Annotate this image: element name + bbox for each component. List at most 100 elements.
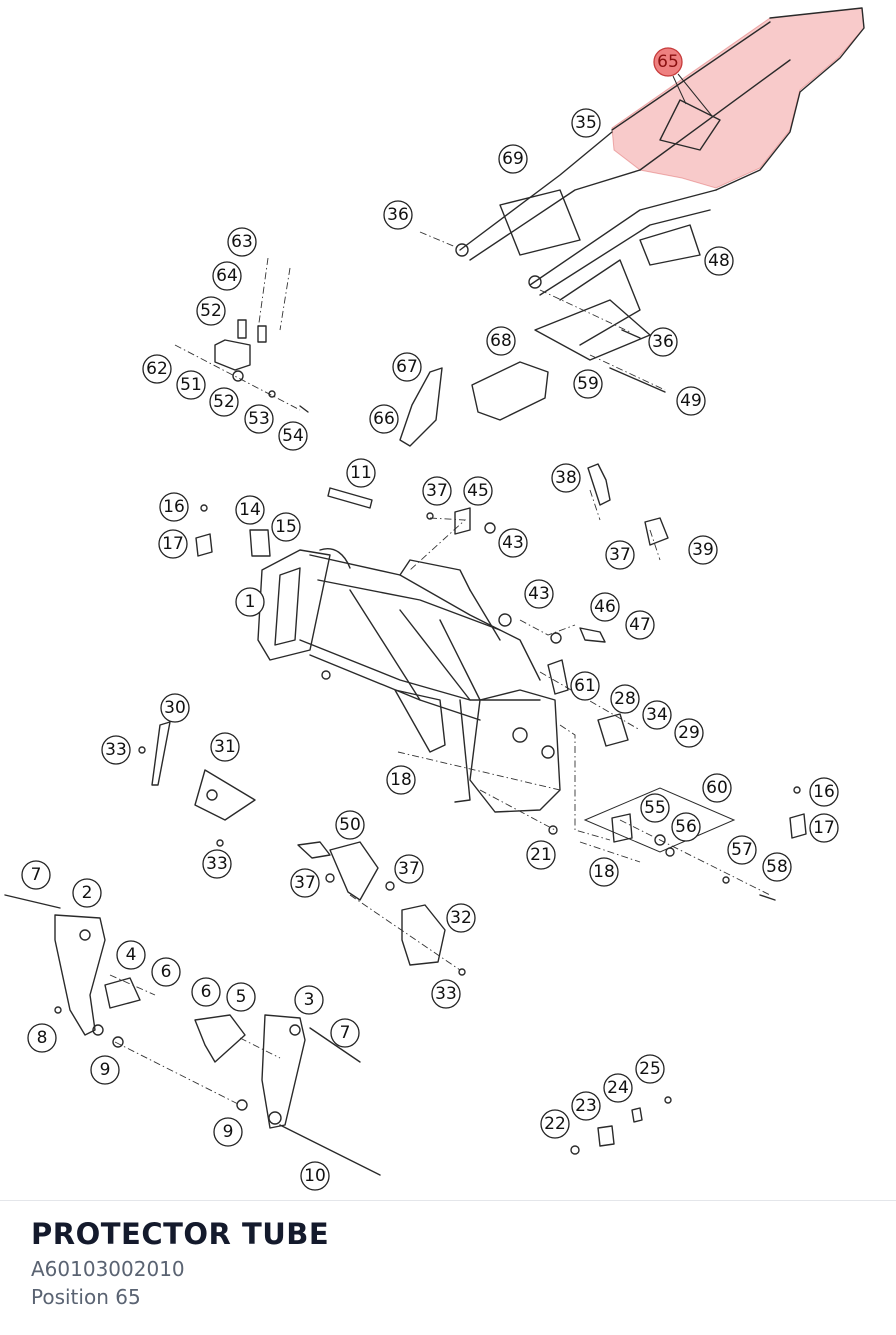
callout-43a[interactable]: 43 [498,528,528,558]
callout-23[interactable]: 23 [571,1091,601,1121]
exploded-frame-diagram: 65 35 69 36 48 36 59 49 68 67 66 63 64 5… [4,7,865,1191]
callout-61[interactable]: 61 [570,671,600,701]
callout-16b[interactable]: 16 [809,777,839,807]
callout-47[interactable]: 47 [625,610,655,640]
callout-35[interactable]: 35 [571,108,601,138]
callout-50[interactable]: 50 [335,810,365,840]
callout-49[interactable]: 49 [676,386,706,416]
callout-64[interactable]: 64 [212,261,242,291]
callout-48[interactable]: 48 [704,246,734,276]
svg-text:60: 60 [706,778,728,798]
callout-22[interactable]: 22 [540,1109,570,1139]
svg-text:18: 18 [593,862,615,882]
callout-60[interactable]: 60 [702,773,732,803]
callout-68[interactable]: 68 [486,326,516,356]
callout-37d[interactable]: 37 [290,868,320,898]
svg-text:22: 22 [544,1114,566,1134]
callout-56[interactable]: 56 [671,812,701,842]
callout-17b[interactable]: 17 [809,813,839,843]
svg-text:61: 61 [574,676,596,696]
svg-text:29: 29 [678,723,700,743]
main-frame [257,548,561,813]
callout-9a[interactable]: 9 [90,1055,120,1085]
callout-43b[interactable]: 43 [524,579,554,609]
callout-37c[interactable]: 37 [394,854,424,884]
svg-text:25: 25 [639,1059,661,1079]
callout-6a[interactable]: 6 [151,957,181,987]
callout-7a[interactable]: 7 [21,860,51,890]
callout-36b[interactable]: 36 [648,327,678,357]
callout-37b[interactable]: 37 [605,540,635,570]
callout-5[interactable]: 5 [226,982,256,1012]
callout-36a[interactable]: 36 [383,200,413,230]
svg-text:21: 21 [530,845,552,865]
svg-text:31: 31 [214,737,236,757]
callout-52b[interactable]: 52 [209,387,239,417]
callout-6b[interactable]: 6 [191,977,221,1007]
callout-3[interactable]: 3 [294,985,324,1015]
callout-11[interactable]: 11 [346,458,376,488]
callout-38[interactable]: 38 [551,463,581,493]
callout-1[interactable]: 1 [235,587,265,617]
callout-62[interactable]: 62 [142,354,172,384]
callout-18a[interactable]: 18 [386,765,416,795]
svg-text:54: 54 [282,426,304,446]
svg-text:30: 30 [164,698,186,718]
svg-text:63: 63 [231,232,253,252]
callout-4[interactable]: 4 [116,940,146,970]
svg-text:36: 36 [387,205,409,225]
callout-34[interactable]: 34 [642,700,672,730]
callout-29[interactable]: 29 [674,718,704,748]
callout-66[interactable]: 66 [369,404,399,434]
callout-37a[interactable]: 37 [422,476,452,506]
callout-53[interactable]: 53 [244,404,274,434]
svg-text:65: 65 [657,52,679,72]
callout-67[interactable]: 67 [392,352,422,382]
callout-65[interactable]: 65 [653,47,713,117]
callout-54[interactable]: 54 [278,421,308,451]
svg-text:8: 8 [37,1028,48,1048]
svg-text:34: 34 [646,705,668,725]
callout-17a[interactable]: 17 [158,529,188,559]
callout-69[interactable]: 69 [498,144,528,174]
callout-39[interactable]: 39 [688,535,718,565]
callout-57[interactable]: 57 [727,835,757,865]
callout-31[interactable]: 31 [210,732,240,762]
callout-45[interactable]: 45 [463,476,493,506]
svg-text:67: 67 [396,357,418,377]
callout-58[interactable]: 58 [762,852,792,882]
callout-63[interactable]: 63 [227,227,257,257]
callout-16a[interactable]: 16 [159,492,189,522]
callout-2[interactable]: 2 [72,878,102,908]
callout-8[interactable]: 8 [27,1023,57,1053]
callout-21[interactable]: 21 [526,840,556,870]
callout-10[interactable]: 10 [300,1161,330,1191]
callout-32[interactable]: 32 [446,903,476,933]
callout-18b[interactable]: 18 [589,857,619,887]
callout-9b[interactable]: 9 [213,1117,243,1147]
svg-text:9: 9 [100,1060,111,1080]
callout-55[interactable]: 55 [640,793,670,823]
callout-33b[interactable]: 33 [202,849,232,879]
callout-46[interactable]: 46 [590,592,620,622]
callout-33c[interactable]: 33 [431,979,461,1009]
callout-24[interactable]: 24 [603,1073,633,1103]
callout-7b[interactable]: 7 [330,1018,360,1048]
callout-33a[interactable]: 33 [101,735,131,765]
svg-text:7: 7 [340,1023,351,1043]
svg-text:2: 2 [82,883,93,903]
callout-25[interactable]: 25 [635,1054,665,1084]
callout-15[interactable]: 15 [271,512,301,542]
callout-51[interactable]: 51 [176,370,206,400]
assembly-axis-lines [349,489,771,971]
callout-28[interactable]: 28 [610,684,640,714]
callout-30[interactable]: 30 [160,693,190,723]
svg-text:58: 58 [766,857,788,877]
callout-52a[interactable]: 52 [196,296,226,326]
callout-14[interactable]: 14 [235,495,265,525]
svg-text:11: 11 [350,463,372,483]
callout-59[interactable]: 59 [573,369,603,399]
svg-text:24: 24 [607,1078,629,1098]
svg-text:33: 33 [206,854,228,874]
center-brackets [327,361,549,509]
